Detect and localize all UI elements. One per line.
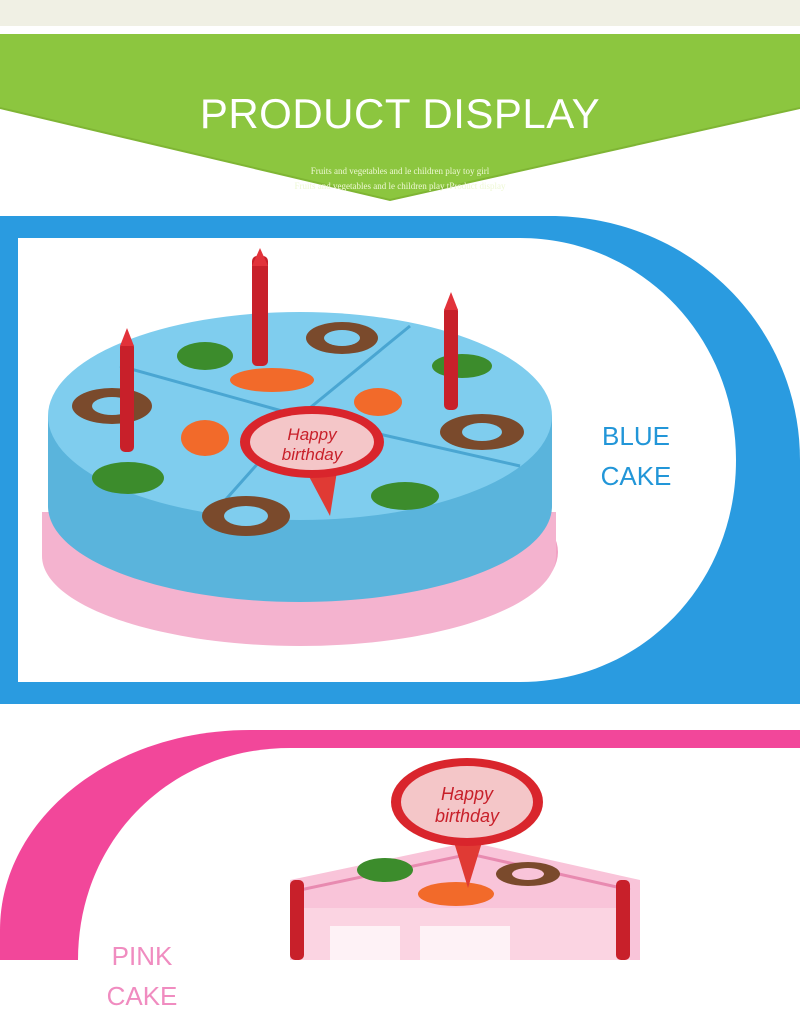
blue-cake-image: Happy birthday: [42, 248, 558, 646]
pink-topper-line2: birthday: [435, 806, 500, 826]
pink-cake-panel: Happy birthday: [0, 730, 800, 960]
banner-title: PRODUCT DISPLAY: [199, 90, 601, 137]
pink-cake-label: PINK CAKE: [96, 936, 188, 1016]
top-strip: [0, 0, 800, 26]
banner-subtitle-line2: Fruits and vegetables and le children pl…: [294, 181, 506, 191]
blue-label-line1: BLUE: [602, 421, 670, 451]
product-display-banner: PRODUCT DISPLAY Fruits and vegetables an…: [0, 34, 800, 204]
pink-label-line1: PINK: [111, 941, 173, 971]
pink-topper-line1: Happy: [441, 784, 494, 804]
blue-cake-label: BLUE CAKE: [590, 416, 682, 496]
banner-subtitle-line1: Fruits and vegetables and le children pl…: [310, 166, 490, 176]
banner-shape: [0, 34, 800, 202]
pink-label-line2: CAKE: [106, 981, 178, 1011]
blue-cake-panel: Happy birthday: [0, 216, 800, 704]
pink-cake-image: Happy birthday: [290, 758, 640, 960]
blue-topper-line2: birthday: [282, 445, 344, 464]
blue-topper-line1: Happy: [287, 425, 338, 444]
blue-label-line2: CAKE: [600, 461, 672, 491]
